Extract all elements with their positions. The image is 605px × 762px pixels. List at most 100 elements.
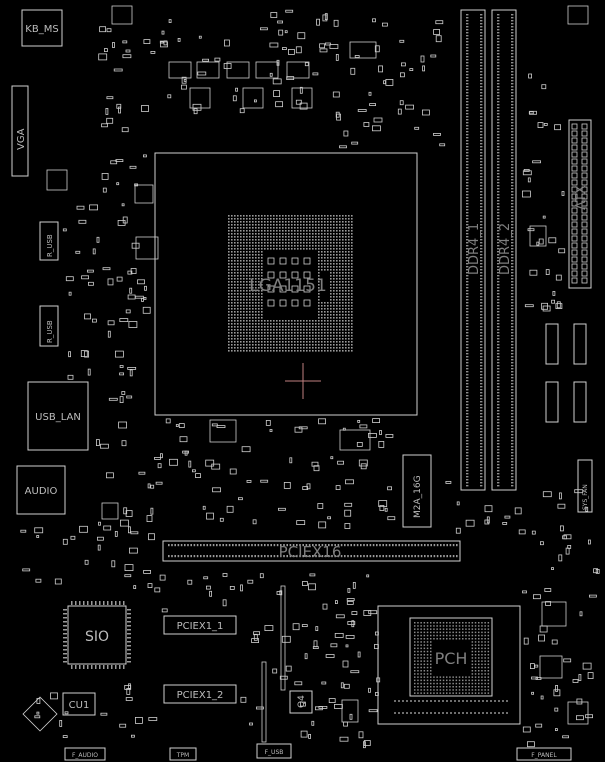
cpu-pin [294,326,296,328]
pch-cap [482,712,484,714]
smd-part [159,40,164,44]
smd-part [387,486,393,491]
atx-pin [581,277,588,284]
pch-ball [468,676,470,678]
pch-ball [442,686,445,688]
cpu-pin [282,233,284,235]
smd-part [430,54,437,58]
cpu-pin [333,284,335,286]
cpu-pin [345,284,347,286]
pch-ball [478,679,480,682]
pcie-pin [360,555,362,558]
smd-part [161,30,165,35]
cpu-pin [330,221,332,223]
sio-pin [63,609,67,611]
dimm-pin [480,410,483,412]
pch-cap [494,712,496,714]
cpu-pin [243,266,245,268]
pcie-pin [321,544,324,547]
cpu-pin [345,266,347,268]
cpu-pin [336,224,338,226]
smd-part [259,27,268,31]
smd-part [108,397,118,401]
cpu-pin [333,248,335,250]
pcie-pin [222,555,224,558]
dimm-pin [466,80,469,82]
cpu-pin [240,284,242,286]
pch-cap [422,700,424,702]
cpu-pin [348,314,350,316]
cpu-pin [258,275,260,277]
smd-part [129,369,133,377]
cpu-pin [270,347,272,349]
dimm-pin [497,281,500,283]
cpu-pin [252,314,254,316]
pcie-pin [302,544,304,547]
cpu-pin [327,248,329,250]
cpu-pin [249,344,251,346]
cpu-pin [249,323,251,325]
cpu-pin [351,344,353,346]
smd-part [84,559,89,565]
smd-part [311,461,319,467]
dimm-pin [480,425,483,427]
pch-ball [455,638,458,640]
smd-part [585,714,593,719]
cpu-pin [321,251,323,253]
cpu-pin [237,269,239,271]
dimm-pin [480,89,483,91]
cpu-pin [276,344,278,346]
dimm-pin [466,164,469,166]
cpu-pin [246,347,248,349]
pcie-pin [382,555,384,558]
dimm-pin [511,401,514,403]
cpu-pin [273,227,275,229]
pcie-pin [305,544,308,547]
pcie-pin [344,555,346,558]
dimm-pin [480,395,483,397]
dimm-pin [466,104,469,106]
dimm-pin [511,299,514,301]
pch-ball [481,676,483,678]
cpu-pin [318,251,320,253]
cpu-pin [309,248,311,250]
dimm-pin [511,20,514,22]
pch-ball [474,666,477,669]
cpu-pin [312,233,314,235]
cpu-pin [342,314,344,316]
dimm-pin [497,38,500,40]
cpu-pin [258,335,260,337]
pch-ball [452,676,454,678]
cpu-pin [303,218,305,220]
cpu-pin [252,254,254,256]
pch-ball [414,657,416,659]
dimm-pin [511,122,514,124]
cpu-pin [240,299,242,301]
dimm-pin [480,191,483,193]
cpu-pin [291,248,293,250]
sio-pin [123,665,125,669]
pch-ball [478,670,480,672]
cpu-pin [246,233,248,235]
atx-pin [581,270,588,277]
cpu-pin [318,263,320,265]
pch-ball [478,638,480,640]
smd-part [143,570,152,574]
smd-part [88,281,94,286]
atx-pin [581,228,588,235]
dimm-pin [511,308,514,310]
pcie-pin [212,544,215,547]
cpu-pin [339,296,341,298]
smd-part [178,423,185,429]
cpu-pin [231,257,233,259]
cpu-pin [249,227,251,229]
chip-part [567,701,589,725]
cpu-pin [312,248,314,250]
cpu-pin [249,278,251,280]
cpu-pin [282,224,284,226]
smd-part [345,635,355,639]
pch-ball [439,689,442,691]
pch-ball [462,679,464,682]
cpu-pin [321,263,323,265]
cpu-pin [249,338,251,340]
